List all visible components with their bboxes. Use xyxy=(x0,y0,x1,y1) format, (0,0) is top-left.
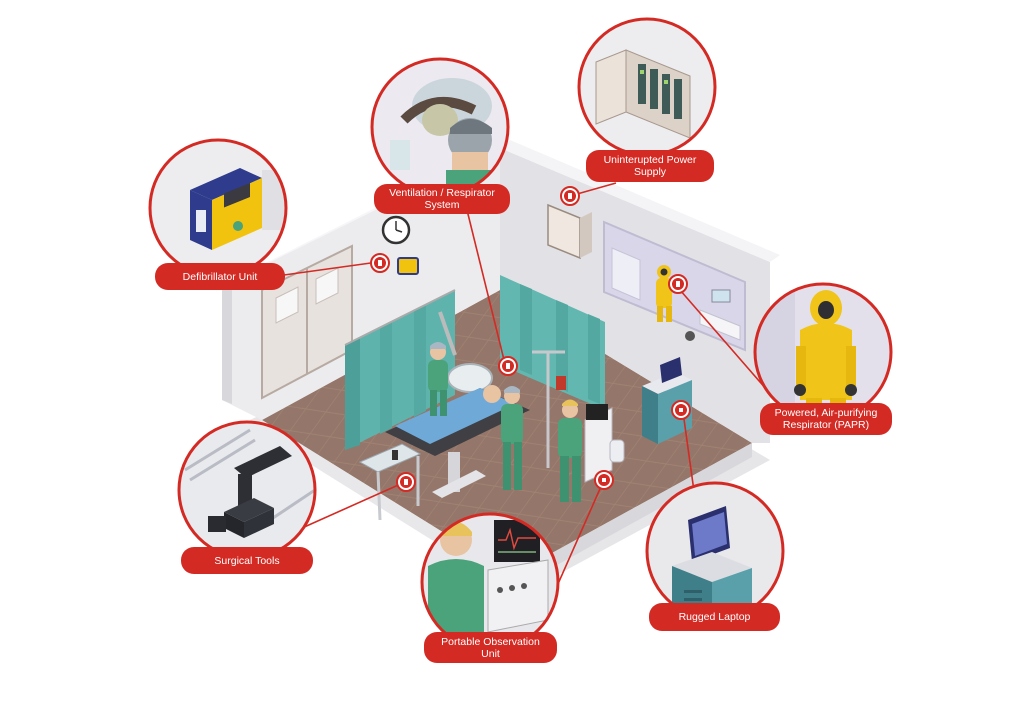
monitor-cart-icon xyxy=(422,514,558,650)
hazmat-worker xyxy=(656,265,672,322)
callout-circle-papr xyxy=(753,282,893,422)
callout-label-ups[interactable]: Uninterupted Power Supply xyxy=(586,150,714,182)
hotspot-marker-ups[interactable] xyxy=(560,186,580,206)
surgical-drill-icon xyxy=(179,422,315,558)
surgeon-left xyxy=(428,342,448,416)
hazmat-suit-icon xyxy=(755,284,891,420)
curtain-right xyxy=(500,275,605,410)
hotspot-marker-defibrillator[interactable] xyxy=(370,253,390,273)
callout-circle-ventilation xyxy=(370,57,510,197)
room xyxy=(222,140,780,595)
ups-wall-cabinet xyxy=(547,203,592,260)
defibrillator-icon xyxy=(150,140,286,276)
instrument-tray xyxy=(358,443,422,521)
callout-circle-defibrillator xyxy=(148,138,288,278)
callout-circle-surgical-tools xyxy=(177,420,317,560)
surgeon-right xyxy=(558,399,582,502)
operating-table xyxy=(385,385,530,498)
callout-label-laptop[interactable]: Rugged Laptop xyxy=(649,603,780,631)
callout-label-defibrillator[interactable]: Defibrillator Unit xyxy=(155,263,285,290)
callout-label-ventilation[interactable]: Ventilation / Respirator System xyxy=(374,184,510,214)
surgical-light xyxy=(447,363,493,393)
callout-circle-observation xyxy=(420,512,560,652)
hotspot-marker-laptop[interactable] xyxy=(671,400,691,420)
callout-circle-ups xyxy=(577,17,717,157)
observation-cart xyxy=(584,404,625,483)
callout-label-papr[interactable]: Powered, Air-purifying Respirator (PAPR) xyxy=(760,403,892,435)
wall-clock-icon xyxy=(381,215,411,245)
hotspot-marker-ventilation[interactable] xyxy=(498,356,518,376)
curtain-left xyxy=(344,289,456,450)
callout-label-observation[interactable]: Portable Observation Unit xyxy=(424,632,557,663)
hotspot-marker-observation[interactable] xyxy=(594,470,614,490)
ventilator-icon xyxy=(372,59,508,195)
hotspot-markers xyxy=(370,186,691,492)
double-door xyxy=(261,244,353,400)
callout-label-surgical-tools[interactable]: Surgical Tools xyxy=(181,547,313,574)
hotspot-marker-surgical-tools[interactable] xyxy=(396,472,416,492)
hotspot-marker-papr[interactable] xyxy=(668,274,688,294)
power-cabinet-icon xyxy=(579,19,715,155)
surgeon-middle xyxy=(501,386,523,490)
